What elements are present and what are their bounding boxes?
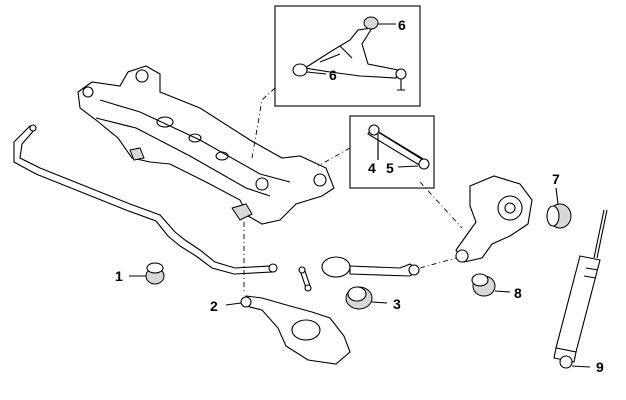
callout-6-upper: 6 <box>398 17 406 33</box>
bushing-3 <box>321 256 420 310</box>
callout-6-lower: 6 <box>329 67 337 83</box>
stabilizer-bar <box>13 124 278 275</box>
shock-absorber <box>553 209 608 369</box>
bushing-7 <box>546 187 572 229</box>
knuckle <box>455 175 533 263</box>
assembly-guide-lines <box>243 87 463 292</box>
callout-9: 9 <box>596 359 604 375</box>
lower-arm <box>225 295 351 365</box>
callout-3: 3 <box>393 296 401 312</box>
bushing-1 <box>129 262 165 285</box>
callout-5: 5 <box>386 160 394 176</box>
bushing-8 <box>471 273 511 297</box>
lateral-links-inset <box>349 115 435 189</box>
stabilizer-link <box>298 266 312 292</box>
callout-4: 4 <box>368 160 376 176</box>
callout-2: 2 <box>210 298 218 314</box>
callout-1: 1 <box>115 268 123 284</box>
upper-arm-inset <box>274 5 421 107</box>
callout-7: 7 <box>552 171 560 187</box>
subframe <box>77 65 335 225</box>
callout-8: 8 <box>514 285 522 301</box>
